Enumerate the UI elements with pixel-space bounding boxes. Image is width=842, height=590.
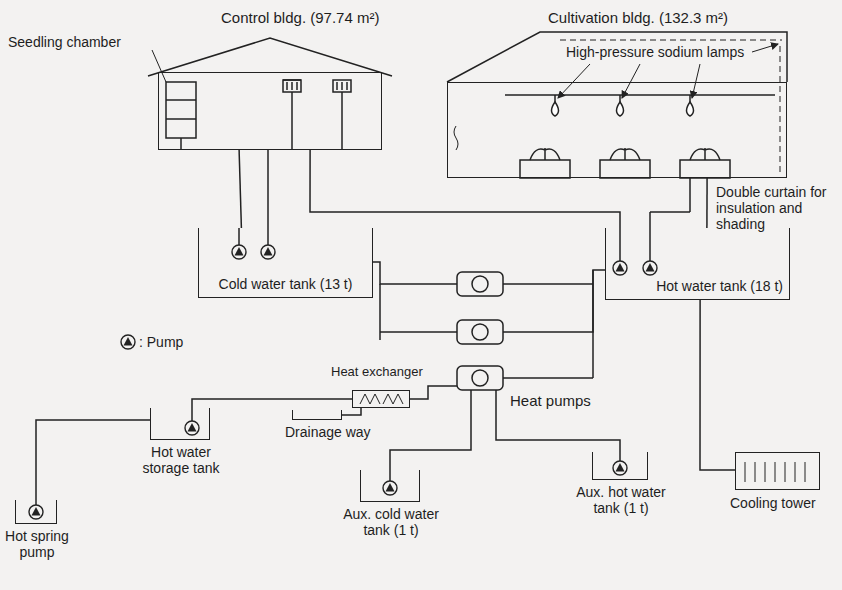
greenhouse-roof <box>447 32 787 82</box>
air-unit <box>283 80 301 92</box>
building: Cultivation bldg. (132.3 m²) <box>447 82 787 178</box>
pipe <box>706 178 708 228</box>
heat-exchanger: Heat exchanger <box>352 390 410 408</box>
node-label: Control bldg. (97.74 m²) <box>221 9 379 26</box>
pipe <box>239 150 241 228</box>
heat-pump <box>457 366 503 390</box>
legend-pump-symbol <box>121 335 135 349</box>
pipe <box>410 386 457 399</box>
pipe <box>36 420 150 500</box>
node-label: Cooling tower <box>730 495 816 511</box>
aux-tank: Aux. cold water tank (1 t) <box>360 470 420 502</box>
node-label: Hot spring pump <box>2 528 72 560</box>
node-label: Drainage way <box>285 424 371 440</box>
node-label: Aux. hot water tank (1 t) <box>566 484 676 516</box>
node-label: Hot water storage tank <box>126 444 236 476</box>
cooling-tower: Cooling tower <box>735 452 820 490</box>
lamp-bar <box>505 94 775 96</box>
aux-tank: Aux. hot water tank (1 t) <box>592 452 648 480</box>
roof <box>148 38 392 76</box>
pipe <box>700 300 735 470</box>
curtain <box>780 46 781 172</box>
node-label: Aux. cold water tank (1 t) <box>336 506 446 538</box>
storage-tank: Hot water storage tank <box>150 408 210 440</box>
callout-label: High-pressure sodium lamps <box>566 44 744 60</box>
node-label: Heat pumps <box>510 392 591 409</box>
callout-label: Seedling chamber <box>8 34 121 50</box>
building: Control bldg. (97.74 m²) <box>158 72 382 150</box>
pipe <box>310 150 620 228</box>
callout-label: Double curtain for insulation and shadin… <box>716 184 838 232</box>
pipe <box>496 390 620 452</box>
pipe <box>373 262 457 284</box>
hot-spring-tank: Hot spring pump <box>15 500 57 524</box>
node-label: Cold water tank (13 t) <box>199 276 372 292</box>
heat-pump <box>457 320 503 344</box>
leader-line <box>152 50 166 82</box>
curtain <box>560 40 782 41</box>
legend-text: : Pump <box>139 334 183 350</box>
node-label: Heat exchanger <box>331 365 423 380</box>
water-tank: Hot water tank (18 t) <box>605 228 790 300</box>
node-label: Cultivation bldg. (132.3 m²) <box>548 9 728 26</box>
heat-pump-group: Heat pumps <box>457 272 503 390</box>
pipe <box>390 390 471 470</box>
water-tank: Cold water tank (13 t) <box>198 228 373 298</box>
pipe <box>503 270 605 332</box>
air-unit <box>333 80 351 92</box>
node-label: Hot water tank (18 t) <box>656 278 783 294</box>
drain: Drainage way <box>292 410 342 420</box>
pipe <box>342 408 361 415</box>
pipe <box>192 399 352 408</box>
seedling-shelf <box>166 82 196 138</box>
heat-pump <box>457 272 503 296</box>
